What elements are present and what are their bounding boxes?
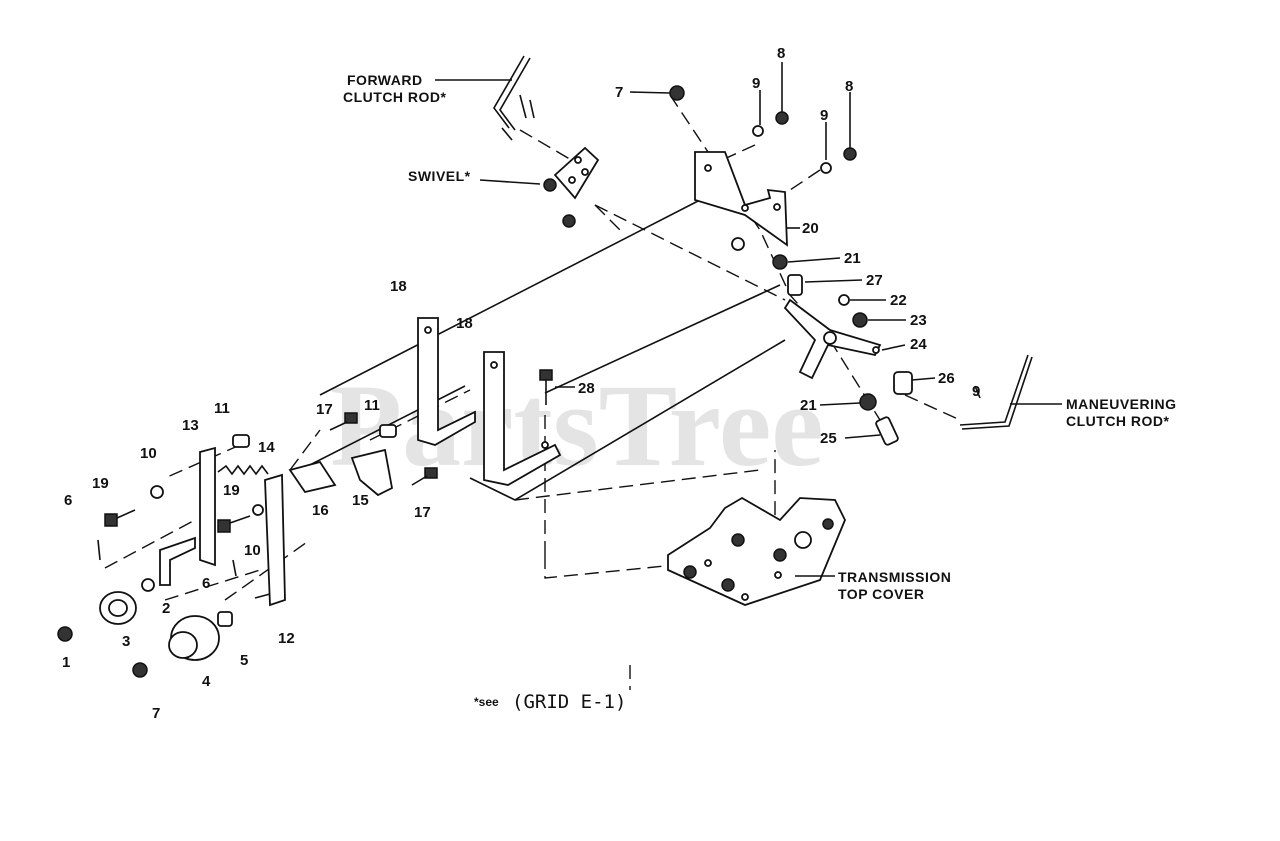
part-number-21a: 21 <box>844 250 861 267</box>
part-number-26: 26 <box>938 370 955 387</box>
small-hardware <box>669 85 913 446</box>
callout-forward-line2: CLUTCH ROD* <box>343 89 447 105</box>
part-number-20: 20 <box>802 220 819 237</box>
part-number-25: 25 <box>820 430 837 447</box>
part-number-17a: 17 <box>316 401 333 418</box>
part-number-17b: 17 <box>414 504 431 521</box>
callout-maneuvering-line1: MANEUVERING <box>1066 396 1177 412</box>
part-number-10b: 10 <box>244 542 261 559</box>
swivel-part <box>543 146 600 228</box>
callout-swivel: SWIVEL* <box>408 168 471 184</box>
maneuvering-clutch-rod <box>959 354 1033 430</box>
callout-transmission-line2: TOP COVER <box>838 586 924 602</box>
part-number-5: 5 <box>240 652 248 669</box>
part-number-27: 27 <box>866 272 883 289</box>
callout-labels: FORWARD CLUTCH ROD* SWIVEL* MANEUVERING … <box>343 72 1177 602</box>
transmission-top-cover <box>667 496 846 606</box>
part-number-labels: 1 2 3 4 5 6 6 7 7 8 8 9 9 9 10 10 11 11 … <box>62 45 980 722</box>
part-number-23: 23 <box>910 312 927 329</box>
part-number-28: 28 <box>578 380 595 397</box>
part-number-10a: 10 <box>140 445 157 462</box>
part-number-9a: 9 <box>752 75 760 92</box>
part-number-16: 16 <box>312 502 329 519</box>
part-number-9c: 9 <box>972 383 980 400</box>
note-text: (GRID E-1) <box>512 691 626 713</box>
part-number-18b: 18 <box>456 315 473 332</box>
part-number-18a: 18 <box>390 278 407 295</box>
part-number-11a: 11 <box>214 400 230 417</box>
part-number-21b: 21 <box>800 397 817 414</box>
leader-lines <box>435 62 1062 577</box>
part-number-19b: 19 <box>223 482 240 499</box>
part-number-15: 15 <box>352 492 369 509</box>
part-number-8a: 8 <box>777 45 785 62</box>
part-number-22: 22 <box>890 292 907 309</box>
part-number-3: 3 <box>122 633 130 650</box>
brackets-18 <box>417 317 562 486</box>
part-number-9b: 9 <box>820 107 828 124</box>
note-prefix: *see <box>474 695 499 709</box>
bolt-28 <box>539 369 553 405</box>
part-number-8b: 8 <box>845 78 853 95</box>
part-number-4: 4 <box>202 673 211 690</box>
part-number-11b: 11 <box>364 397 380 414</box>
forward-clutch-rod <box>493 55 535 141</box>
part-number-2: 2 <box>162 600 170 617</box>
callout-transmission-line1: TRANSMISSION <box>838 569 951 585</box>
part-number-24: 24 <box>910 336 927 353</box>
bracket-20 <box>694 151 788 247</box>
part-number-6a: 6 <box>64 492 72 509</box>
part-number-19a: 19 <box>92 475 109 492</box>
part-number-12: 12 <box>278 630 295 647</box>
part-number-14: 14 <box>258 439 275 456</box>
part-number-13: 13 <box>182 417 199 434</box>
callout-maneuvering-line2: CLUTCH ROD* <box>1066 413 1170 429</box>
grid-note: *see (GRID E-1) <box>474 691 626 713</box>
watermark-text: PartsTree <box>330 360 824 491</box>
part-number-6b: 6 <box>202 575 210 592</box>
left-assembly <box>57 412 438 678</box>
lever-24 <box>783 298 882 380</box>
part-number-7a: 7 <box>152 705 160 722</box>
part-number-7b: 7 <box>615 84 623 101</box>
callout-forward-line1: FORWARD <box>347 72 423 88</box>
part-number-1: 1 <box>62 654 70 671</box>
